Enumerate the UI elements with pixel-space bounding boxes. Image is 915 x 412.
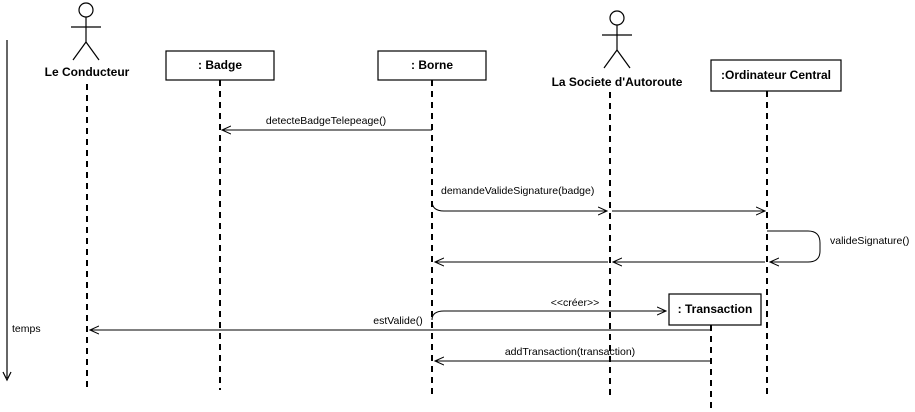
object-transaction-label: : Transaction xyxy=(678,302,753,316)
message-estvalide: estValide() xyxy=(90,315,711,330)
actor-conducteur-label: Le Conducteur xyxy=(45,65,130,79)
message-valide: valideSignature() xyxy=(767,230,909,262)
object-badge-label: : Badge xyxy=(198,58,242,72)
object-ordinateur: :Ordinateur Central xyxy=(710,59,842,398)
message-creer: <<créer>> xyxy=(431,297,666,321)
actor-conducteur: Le Conducteur xyxy=(45,2,130,390)
message-add: addTransaction(transaction) xyxy=(435,346,711,361)
message-creer-arrow xyxy=(431,311,666,321)
badge-box xyxy=(165,50,275,81)
message-demande-label: demandeValideSignature(badge) xyxy=(441,185,594,197)
message-demande: demandeValideSignature(badge) xyxy=(431,185,765,211)
actor-societe: La Societe d'Autoroute xyxy=(552,10,683,398)
time-axis-arrowhead xyxy=(2,371,12,382)
object-ordinateur-label: :Ordinateur Central xyxy=(721,68,831,82)
message-detecte-label: detecteBadgeTelepeage() xyxy=(266,115,386,127)
time-axis: temps xyxy=(2,40,41,382)
object-transaction: : Transaction xyxy=(668,293,762,410)
object-badge: : Badge xyxy=(165,50,275,390)
time-axis-label: temps xyxy=(12,323,41,335)
object-borne: : Borne xyxy=(377,50,487,398)
object-borne-label: : Borne xyxy=(411,58,453,72)
message-valide-arrow xyxy=(767,230,821,262)
message-creer-label: <<créer>> xyxy=(551,297,599,309)
message-valide-label: valideSignature() xyxy=(830,235,909,247)
societe-stick-figure-icon xyxy=(602,10,632,69)
transaction-box xyxy=(668,293,762,326)
message-estvalide-label: estValide() xyxy=(373,315,422,327)
ordinateur-box xyxy=(710,59,842,92)
message-demande-arrow-1 xyxy=(431,200,607,211)
message-detecte: detecteBadgeTelepeage() xyxy=(222,115,432,130)
conducteur-stick-figure-icon xyxy=(71,2,101,61)
actor-societe-label: La Societe d'Autoroute xyxy=(552,75,683,89)
message-add-label: addTransaction(transaction) xyxy=(505,346,635,358)
